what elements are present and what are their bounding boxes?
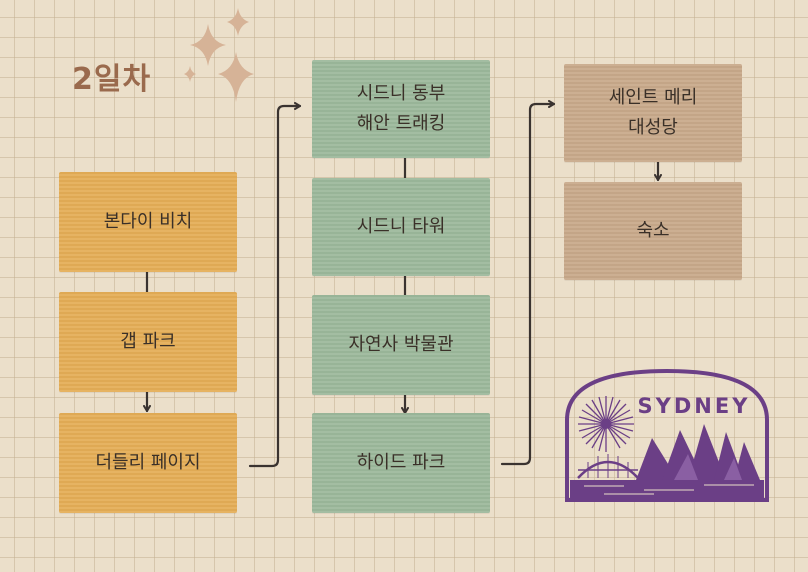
step-label: 본다이 비치 bbox=[103, 211, 193, 233]
step-card: 시드니 타워 bbox=[312, 178, 490, 276]
step-card: 숙소 bbox=[564, 182, 742, 280]
sparkle-icon bbox=[184, 8, 254, 102]
step-card: 본다이 비치 bbox=[59, 172, 237, 272]
connector-arrow bbox=[500, 100, 556, 466]
connector-arrow bbox=[248, 102, 302, 468]
step-label: 시드니 타워 bbox=[356, 216, 446, 238]
step-label: 하이드 파크 bbox=[356, 452, 446, 474]
step-label: 세인트 메리 대성당 bbox=[608, 87, 698, 138]
step-label: 시드니 동부 해안 트래킹 bbox=[356, 83, 446, 134]
opera-house-icon bbox=[636, 424, 760, 480]
step-label: 숙소 bbox=[636, 220, 670, 242]
sydney-stamp: SYDNEY bbox=[565, 368, 769, 502]
page-title: 2일차 bbox=[72, 62, 152, 97]
step-card: 자연사 박물관 bbox=[312, 295, 490, 395]
step-label: 더들리 페이지 bbox=[95, 452, 201, 474]
step-label: 갭 파크 bbox=[120, 331, 176, 353]
step-label: 자연사 박물관 bbox=[348, 334, 454, 356]
step-card: 갭 파크 bbox=[59, 292, 237, 392]
step-card: 세인트 메리 대성당 bbox=[564, 64, 742, 162]
step-card: 더들리 페이지 bbox=[59, 413, 237, 513]
step-card: 시드니 동부 해안 트래킹 bbox=[312, 60, 490, 158]
step-card: 하이드 파크 bbox=[312, 413, 490, 513]
stamp-text: SYDNEY bbox=[638, 394, 751, 418]
